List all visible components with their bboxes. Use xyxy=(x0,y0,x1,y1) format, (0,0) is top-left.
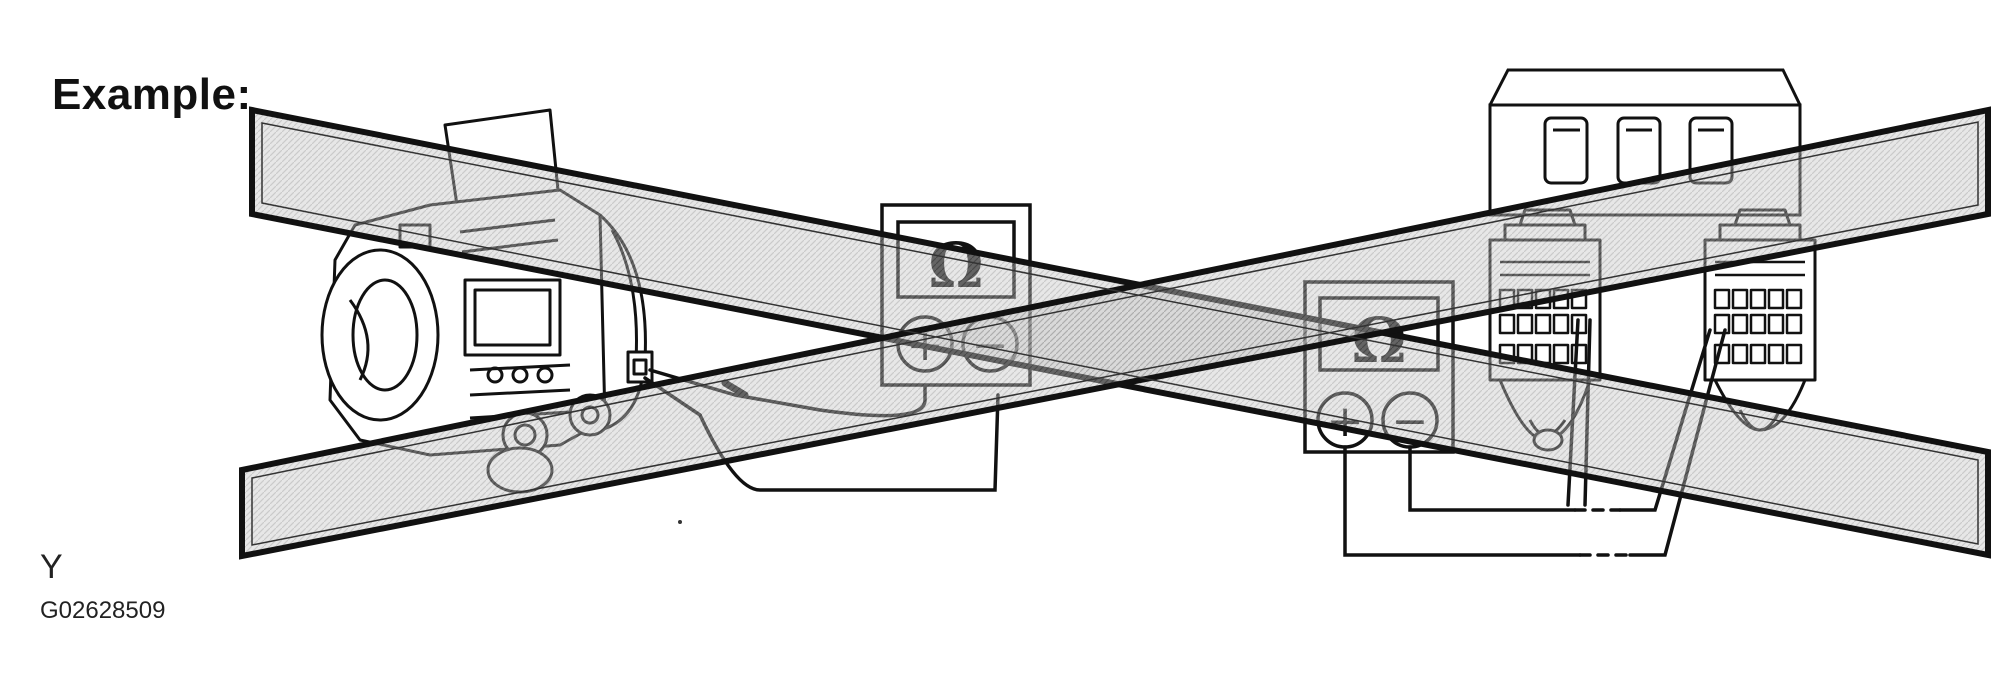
example-heading: Example: xyxy=(52,70,252,119)
figure-code: G02628509 xyxy=(40,597,166,624)
corner-letter: Y xyxy=(40,548,63,586)
cross-out-x-icon xyxy=(239,106,1991,560)
stray-mark xyxy=(678,520,682,524)
